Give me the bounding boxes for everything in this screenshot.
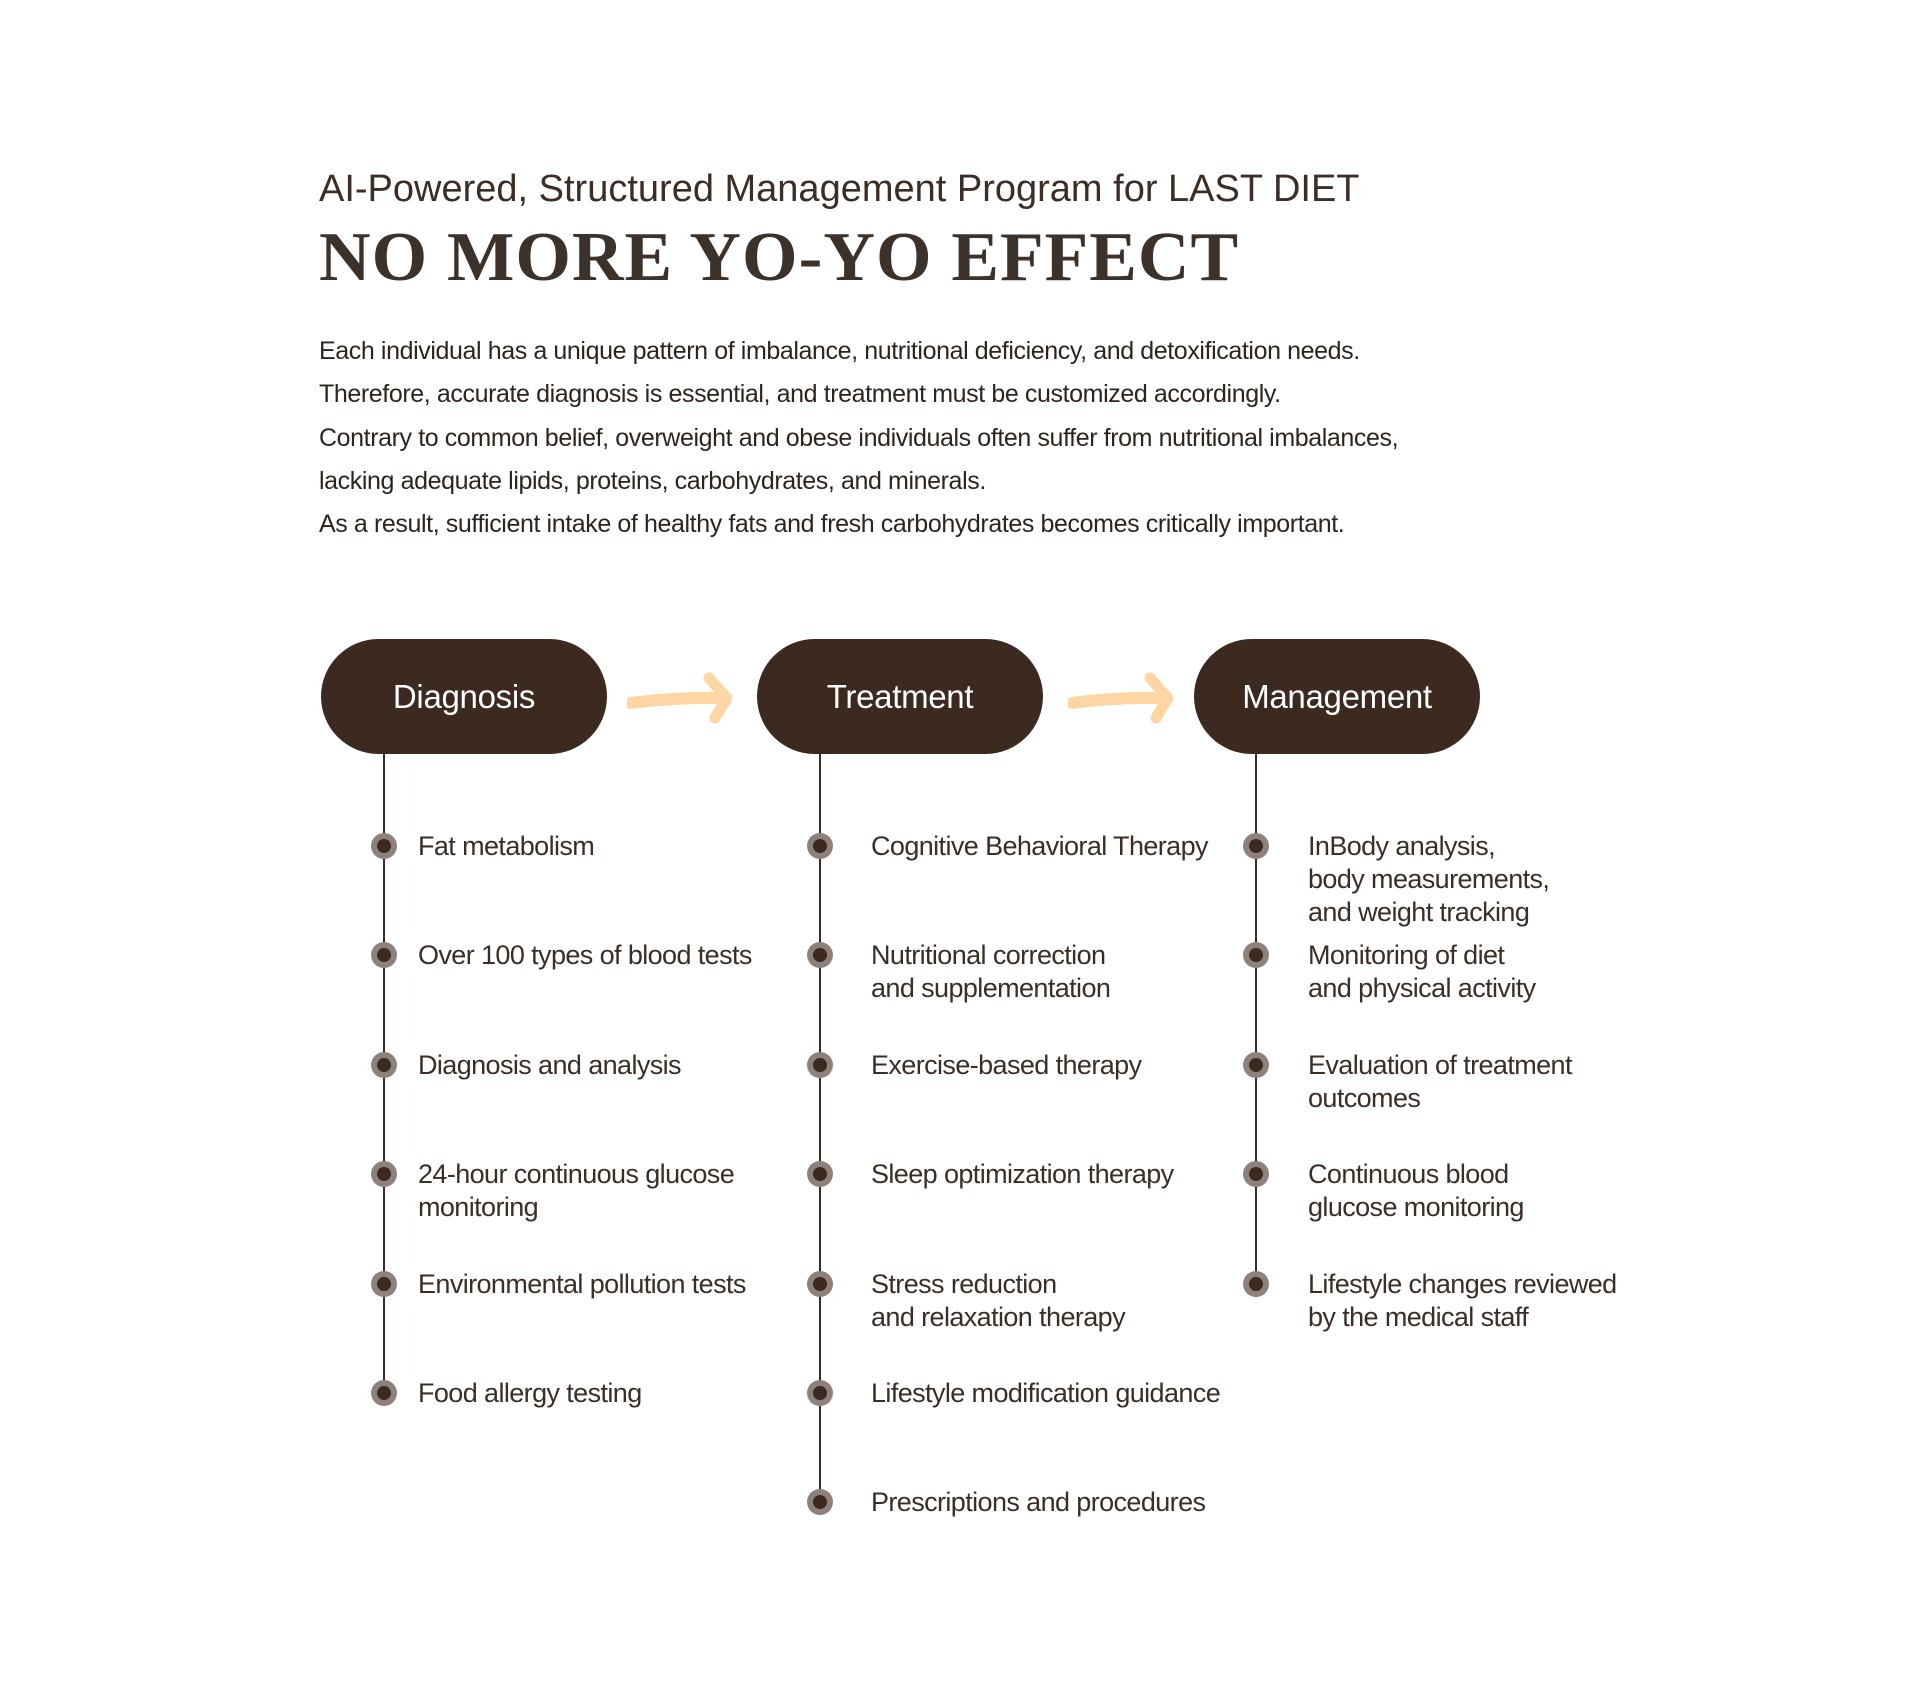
- list-item: Prescriptions and procedures: [871, 1487, 1206, 1518]
- bullet-icon: [1243, 833, 1269, 859]
- bullet-icon: [371, 1161, 397, 1188]
- list-item: Food allergy testing: [418, 1378, 642, 1408]
- list-item: Evaluation of treatment outcomes: [1308, 1049, 1572, 1113]
- intro-line: Contrary to common belief, overweight an…: [319, 423, 1399, 452]
- timeline-line: [819, 754, 821, 1503]
- bullet-icon: [1243, 1270, 1269, 1297]
- bullet-icon: [371, 833, 397, 859]
- list-item: Environmental pollution tests: [418, 1268, 746, 1299]
- timeline-line: [1255, 754, 1257, 1284]
- bullet-icon: [807, 1380, 833, 1406]
- bullet-icon: [807, 1161, 833, 1188]
- bullet-icon: [807, 1489, 833, 1516]
- bullet-icon: [1243, 1051, 1269, 1078]
- bullet-icon: [1243, 1161, 1269, 1188]
- bullet-icon: [807, 1051, 833, 1078]
- bullet-icon: [807, 942, 833, 969]
- list-item: Monitoring of diet and physical activity: [1308, 940, 1536, 1004]
- page-title: NO MORE YO-YO EFFECT: [319, 219, 1240, 296]
- intro-line: lacking adequate lipids, proteins, carbo…: [319, 466, 986, 495]
- arrow-right-icon: [627, 672, 733, 724]
- list-item: Fat metabolism: [418, 831, 595, 861]
- list-item: Continuous blood glucose monitoring: [1308, 1159, 1524, 1223]
- list-item: Stress reduction and relaxation therapy: [871, 1268, 1126, 1332]
- intro-line: Therefore, accurate diagnosis is essenti…: [319, 380, 1281, 409]
- stage-management: Management: [1194, 639, 1480, 754]
- intro-line: Each individual has a unique pattern of …: [319, 337, 1360, 365]
- list-item: Nutritional correction and supplementati…: [871, 940, 1111, 1004]
- list-item: Over 100 types of blood tests: [418, 940, 752, 971]
- bullet-icon: [807, 1270, 833, 1297]
- list-item: Diagnosis and analysis: [418, 1049, 682, 1080]
- subtitle: AI-Powered, Structured Management Progra…: [319, 168, 1360, 210]
- stage-diagnosis: Diagnosis: [321, 639, 607, 754]
- bullet-icon: [371, 942, 397, 969]
- list-item: Lifestyle modification guidance: [871, 1378, 1221, 1408]
- bullet-icon: [371, 1270, 397, 1297]
- list-item: InBody analysis, body measurements, and …: [1308, 831, 1550, 927]
- bullet-icon: [371, 1380, 397, 1406]
- list-item: Lifestyle changes reviewed by the medica…: [1308, 1268, 1617, 1332]
- list-item: 24-hour continuous glucose monitoring: [418, 1159, 735, 1223]
- list-item: Cognitive Behavioral Therapy: [871, 831, 1209, 861]
- arrow-right-icon: [1068, 672, 1174, 724]
- intro-line: As a result, sufficient intake of health…: [319, 510, 1345, 539]
- list-item: Sleep optimization therapy: [871, 1159, 1174, 1190]
- intro-paragraph: Each individual has a unique pattern of …: [319, 330, 1399, 546]
- stage-treatment: Treatment: [757, 639, 1043, 754]
- list-item: Exercise-based therapy: [871, 1049, 1142, 1080]
- bullet-icon: [807, 833, 833, 859]
- bullet-icon: [1243, 942, 1269, 969]
- bullet-icon: [371, 1051, 397, 1078]
